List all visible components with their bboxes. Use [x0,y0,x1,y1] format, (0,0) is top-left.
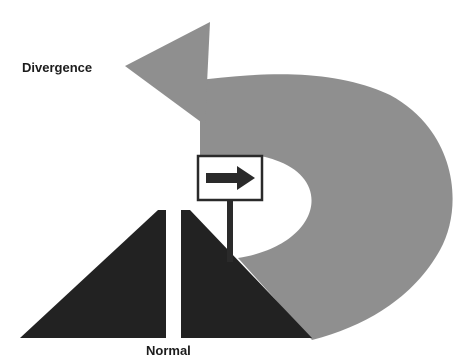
road-right-lane [181,210,312,338]
sign-post [227,200,233,262]
divergence-arrow-shaft [200,74,453,340]
road [20,210,312,338]
right-arrow-icon [206,166,255,190]
divergence-arrow-head [125,22,210,125]
road-center-stripe [166,210,181,338]
divergence-arrow [125,22,453,340]
divergence-label: Divergence [22,60,93,75]
direction-sign [196,154,264,262]
normal-label: Normal [146,343,191,358]
road-left-lane [20,210,166,338]
